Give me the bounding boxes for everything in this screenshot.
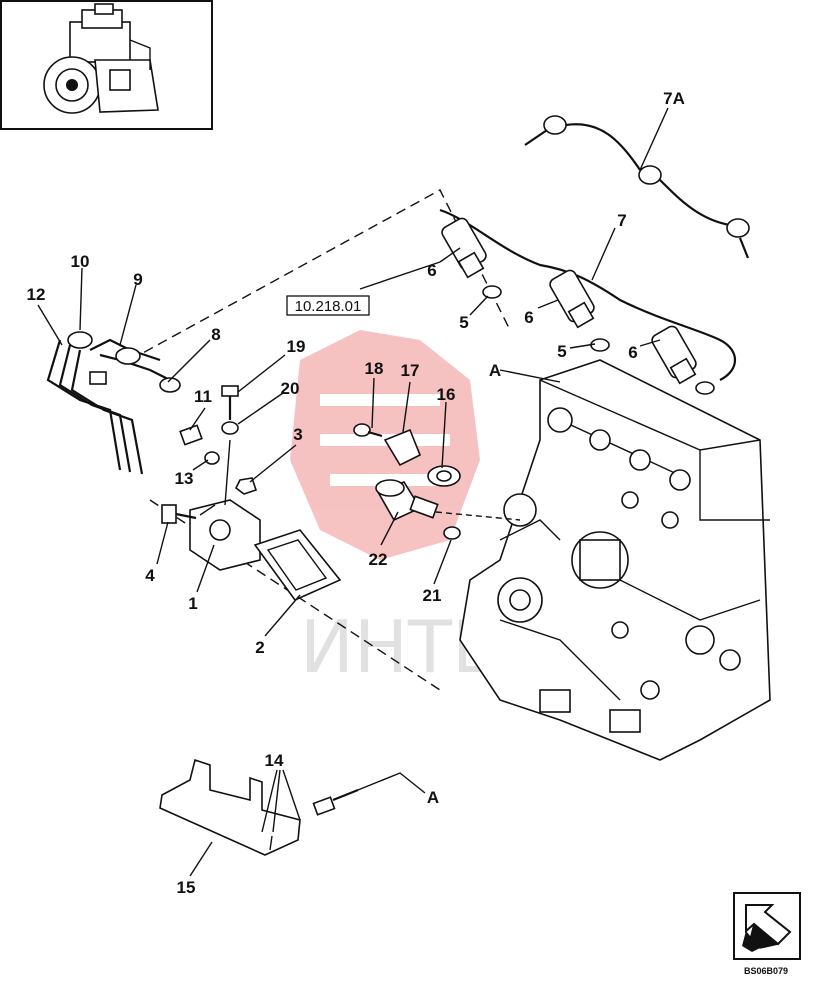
bracket-17 [383, 428, 422, 467]
callout-20: 20 [281, 379, 300, 398]
callout-14: 14 [265, 751, 284, 770]
thumbnail-pump-drawing [43, 3, 159, 114]
drawing-code: BS06B079 [744, 966, 788, 976]
callout-22: 22 [369, 550, 388, 569]
callout-3: 3 [293, 425, 302, 444]
reference-label: 10.218.01 [295, 298, 362, 315]
pump-gasket [253, 529, 342, 601]
engine-block [459, 359, 771, 761]
solenoid-axis-line [435, 511, 521, 521]
callout-6: 6 [628, 343, 637, 362]
watermark [290, 330, 480, 560]
callout-18: 18 [365, 359, 384, 378]
callout-6: 6 [524, 308, 533, 327]
callout-9: 9 [133, 270, 142, 289]
callout-5: 5 [459, 313, 468, 332]
injection-lines [46, 331, 181, 475]
solenoid-22 [375, 479, 439, 522]
callout-16: 16 [437, 385, 456, 404]
navigation-arrow-icon[interactable] [733, 892, 801, 960]
callout-a-glow: A [427, 788, 439, 807]
return-line-assembly [524, 115, 750, 259]
callout-6: 6 [427, 261, 436, 280]
callout-1: 1 [188, 594, 197, 613]
injector-3 [651, 325, 697, 385]
fuel-return-line [439, 208, 736, 381]
callout-10: 10 [71, 252, 90, 271]
glow-plug-bus-bar [159, 758, 301, 856]
callout-13: 13 [175, 469, 194, 488]
nut-13 [204, 451, 220, 465]
clamp-11 [179, 424, 203, 446]
callout-19: 19 [287, 337, 306, 356]
bolt-19 [221, 385, 239, 420]
reference-box[interactable]: 10.218.01 [286, 295, 370, 316]
seal-16 [427, 465, 461, 487]
injector-washers [482, 285, 715, 395]
bolt-4 [161, 504, 197, 524]
glow-plug [312, 788, 359, 816]
leader-lines [37, 107, 669, 877]
callout-12: 12 [27, 285, 46, 304]
injection-pump-body [189, 439, 261, 571]
callout-4: 4 [145, 566, 155, 585]
callout-7: 7 [617, 211, 626, 230]
callout-11: 11 [194, 387, 212, 406]
callout-2: 2 [255, 638, 264, 657]
callout-a-block: A [489, 361, 501, 380]
callout-17: 17 [401, 361, 420, 380]
callout-7a: 7A [663, 89, 685, 108]
washer-20 [221, 421, 239, 435]
callout-21: 21 [423, 586, 442, 605]
injector-1 [441, 217, 487, 279]
callout-15: 15 [177, 878, 196, 897]
washer-21 [443, 526, 461, 540]
callout-labels: 7A 7 6 6 6 5 5 A 10 9 12 8 19 20 11 3 13… [27, 89, 685, 897]
injector-2 [549, 269, 595, 329]
screw-18 [353, 423, 383, 438]
thumbnail-image[interactable] [0, 0, 213, 130]
callout-8: 8 [211, 325, 220, 344]
callout-5: 5 [557, 342, 566, 361]
